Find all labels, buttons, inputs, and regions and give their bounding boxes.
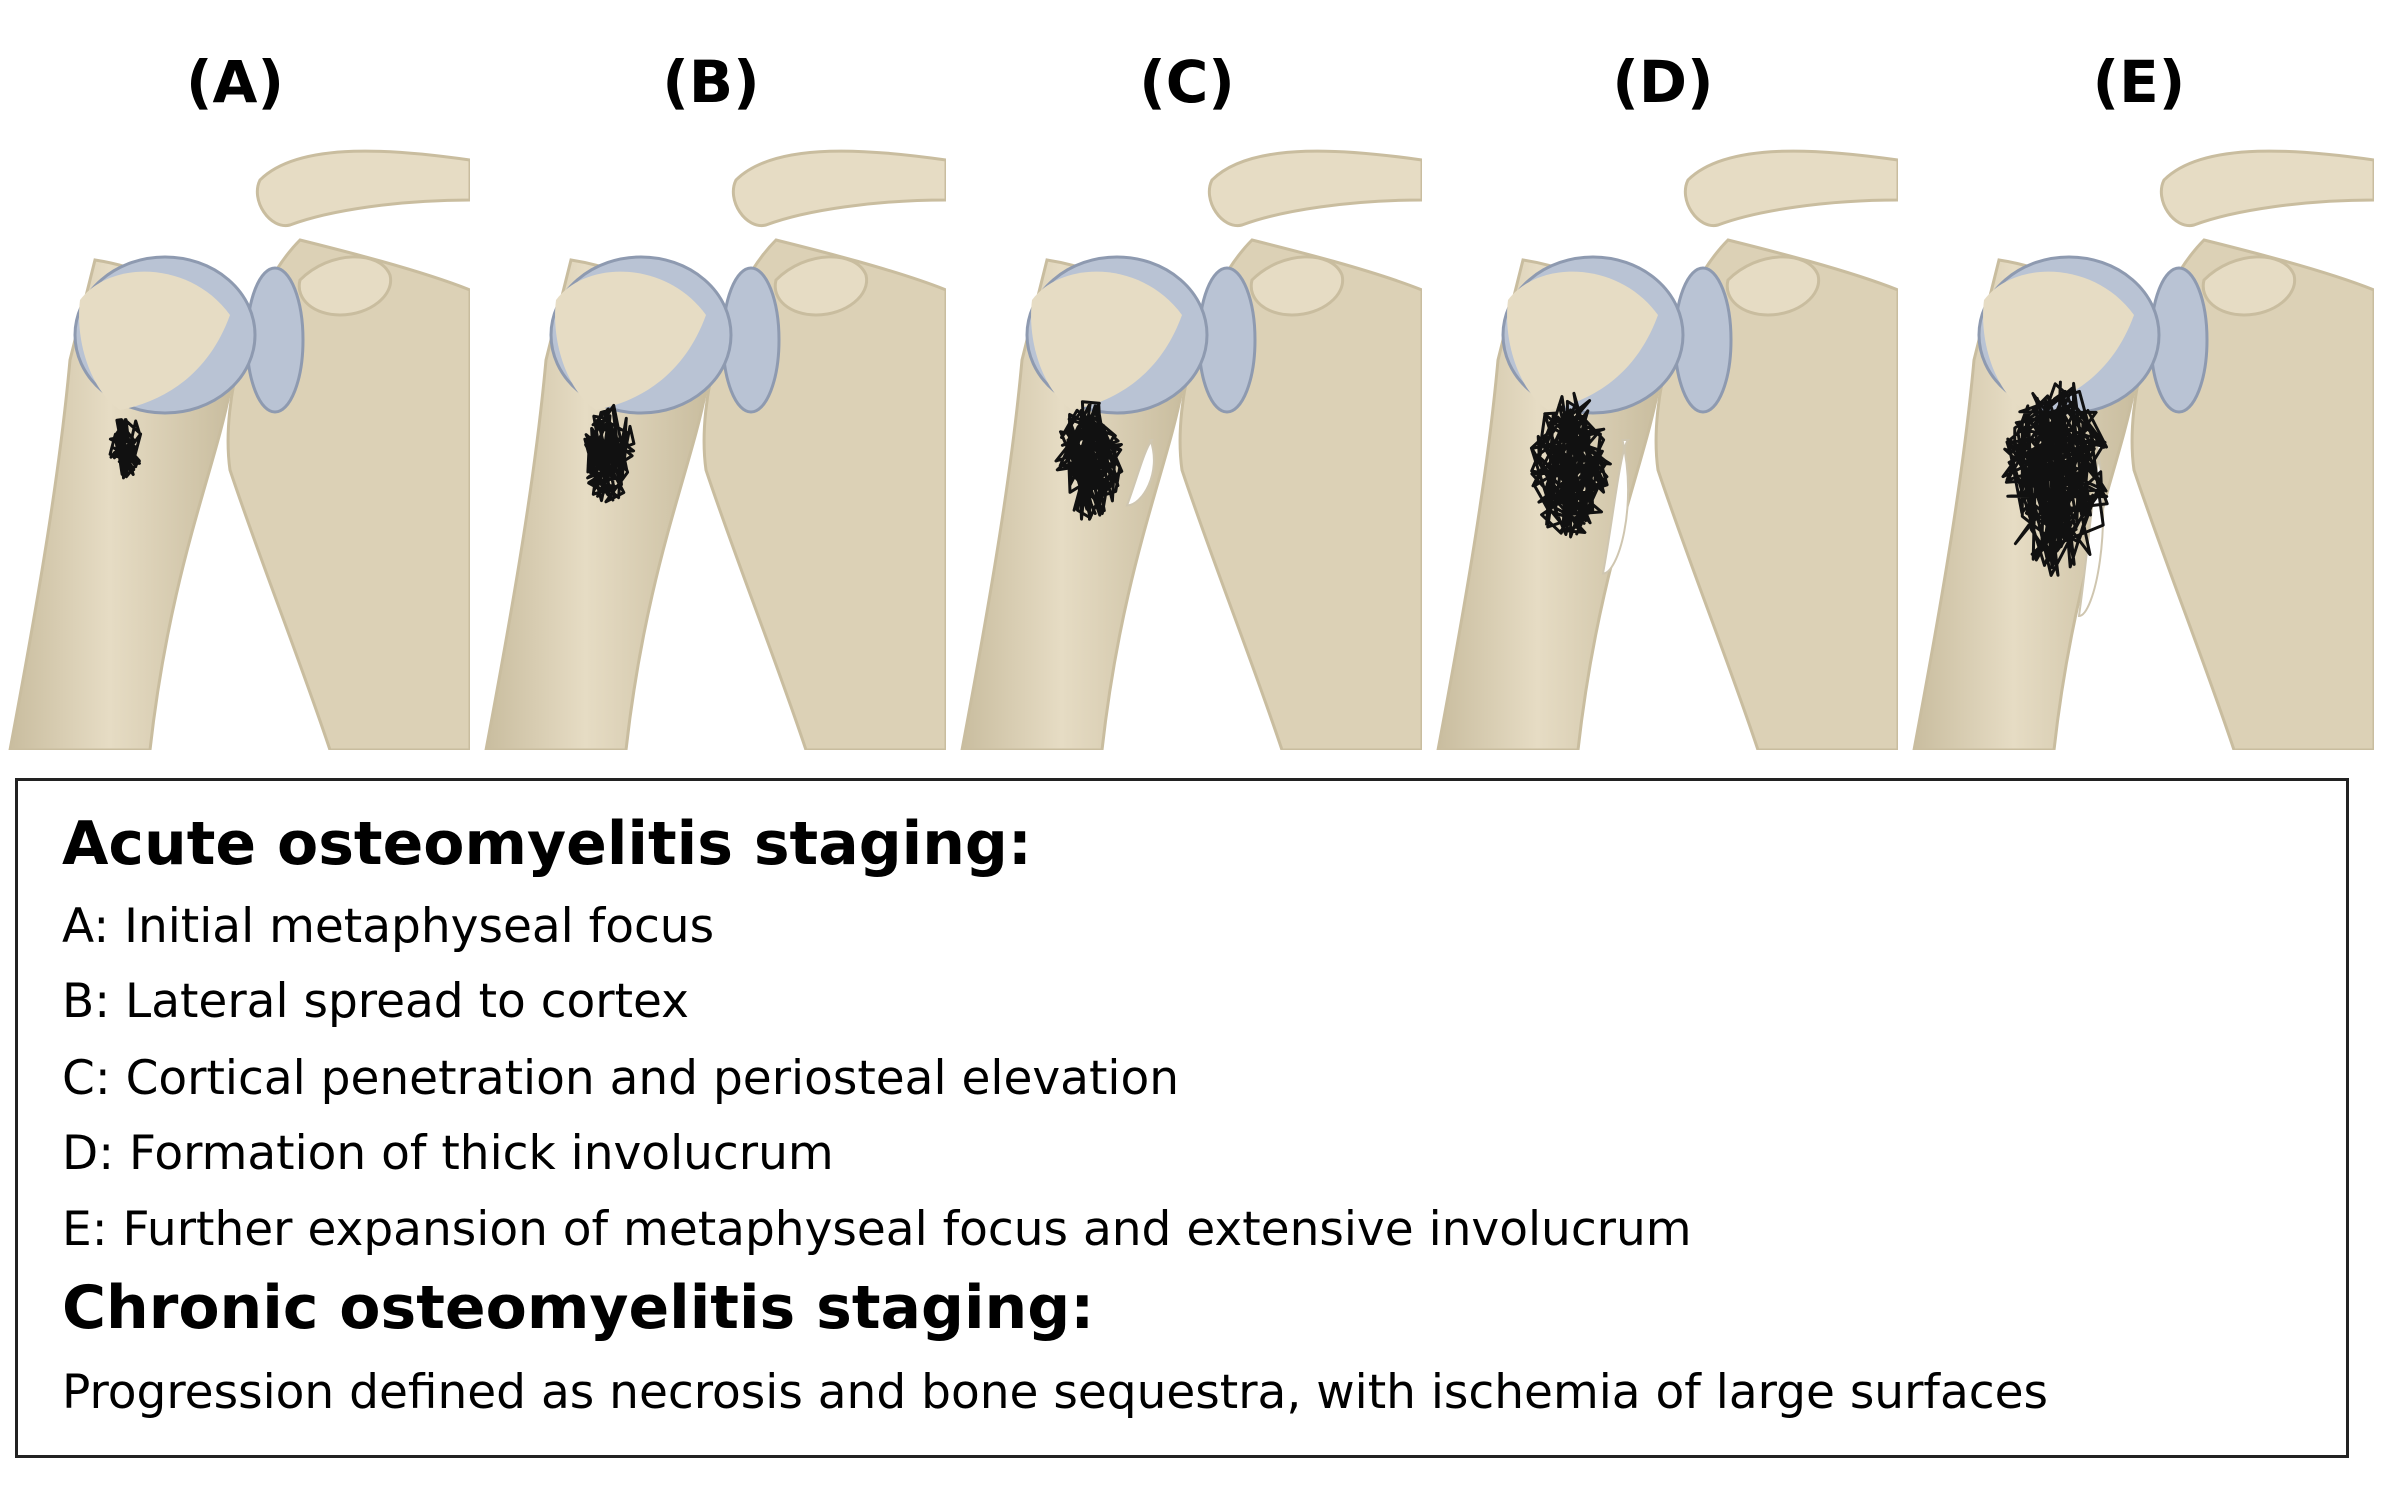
humeral-neck-icon bbox=[555, 271, 706, 410]
involucrum-icon bbox=[1601, 439, 1631, 575]
panel-label-c: (C) bbox=[1139, 48, 1235, 116]
osteomyelitis-focus-icon bbox=[2001, 380, 2109, 577]
acute-item-b: B: Lateral spread to cortex bbox=[62, 974, 689, 1029]
clavicle-icon bbox=[255, 149, 470, 227]
panel-c: (C) bbox=[952, 0, 1422, 760]
coracoid-icon bbox=[2201, 255, 2297, 317]
legend-box: Acute osteomyelitis staging: A: Initial … bbox=[15, 778, 2349, 1458]
shoulder-illustration-b bbox=[484, 149, 946, 750]
acute-item-d: D: Formation of thick involucrum bbox=[62, 1126, 834, 1181]
coracoid-icon bbox=[1725, 255, 1821, 317]
shoulder-illustration-a bbox=[8, 149, 470, 750]
panel-e: (E) bbox=[1904, 0, 2374, 760]
osteomyelitis-focus-icon bbox=[1529, 391, 1612, 539]
acute-heading: Acute osteomyelitis staging: bbox=[62, 809, 1032, 879]
clavicle-icon bbox=[1683, 149, 1898, 227]
coracoid-icon bbox=[1249, 255, 1345, 317]
acute-item-a: A: Initial metaphyseal focus bbox=[62, 899, 715, 954]
humeral-neck-icon bbox=[1983, 271, 2134, 410]
chronic-heading: Chronic osteomyelitis staging: bbox=[62, 1273, 1095, 1343]
involucrum-icon bbox=[1125, 439, 1155, 507]
clavicle-icon bbox=[2159, 149, 2374, 227]
osteomyelitis-focus-icon bbox=[108, 418, 143, 480]
shoulder-illustration-e bbox=[1912, 149, 2374, 750]
panel-label-b: (B) bbox=[662, 48, 760, 116]
panel-d: (D) bbox=[1428, 0, 1898, 760]
humeral-neck-icon bbox=[79, 271, 231, 410]
clavicle-icon bbox=[1207, 149, 1422, 227]
panel-label-d: (D) bbox=[1612, 48, 1714, 116]
panel-label-a: (A) bbox=[186, 48, 284, 116]
panel-a: (A) bbox=[0, 0, 470, 760]
clavicle-icon bbox=[731, 149, 946, 227]
acute-item-e: E: Further expansion of metaphyseal focu… bbox=[62, 1202, 1692, 1257]
coracoid-icon bbox=[773, 255, 869, 317]
shoulder-illustration-d bbox=[1436, 149, 1898, 750]
coracoid-icon bbox=[297, 255, 393, 317]
panel-b: (B) bbox=[476, 0, 946, 760]
humeral-neck-icon bbox=[1031, 271, 1182, 410]
panel-label-e: (E) bbox=[2092, 48, 2186, 116]
shoulder-illustration-c bbox=[960, 149, 1422, 750]
illustration-row: (A) (B) (C) (D) (E) bbox=[0, 0, 2374, 760]
osteomyelitis-focus-icon bbox=[583, 403, 636, 504]
acute-item-c: C: Cortical penetration and periosteal e… bbox=[62, 1051, 1180, 1106]
osteomyelitis-focus-icon bbox=[1054, 400, 1124, 521]
humeral-neck-icon bbox=[1507, 271, 1658, 410]
chronic-text: Progression defined as necrosis and bone… bbox=[62, 1365, 2049, 1420]
